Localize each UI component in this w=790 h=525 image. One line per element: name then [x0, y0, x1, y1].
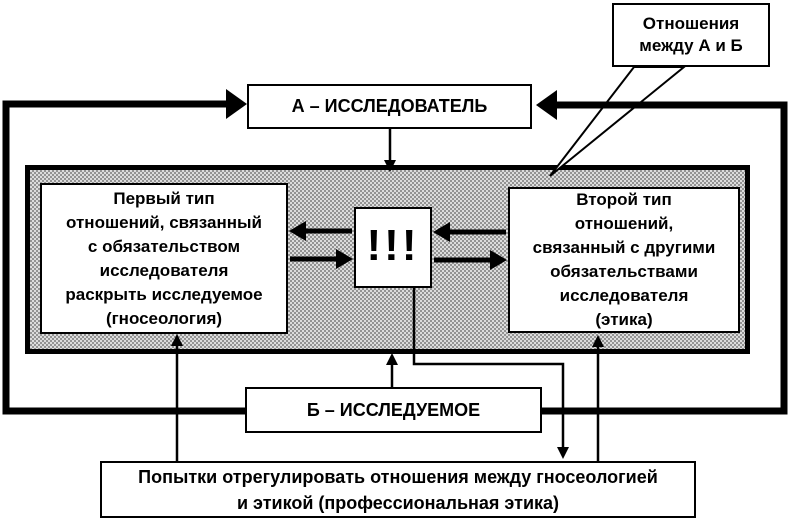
conflict-marks: !!! [366, 220, 420, 270]
attempts-line: и этикой (профессиональная этика) [236, 492, 560, 513]
subject-box: Б – ИССЛЕДУЕМОЕ [245, 387, 542, 433]
gnoseology-line: раскрыть исследуемое [65, 284, 263, 304]
gnoseology-line: с обязательством [87, 236, 241, 256]
callout-line: между А и Б [639, 36, 743, 55]
ethics-box: Второй тип отношений, связанный с другим… [508, 187, 740, 333]
callout-box: Отношения между А и Б [612, 3, 770, 67]
ethics-line: исследователя [559, 286, 689, 305]
gnoseology-line: (гносеология) [105, 308, 223, 328]
ethics-line: связанный с другими [532, 238, 716, 257]
callout-pointer [549, 66, 687, 177]
attempts-box: Попытки отрегулировать отношения между г… [100, 461, 696, 518]
gnoseology-line: Первый тип [113, 188, 215, 208]
callout-line: Отношения [642, 14, 740, 33]
subject-label: Б – ИССЛЕДУЕМОЕ [306, 399, 481, 420]
researcher-label: А – ИССЛЕДОВАТЕЛЬ [291, 96, 488, 116]
gnoseology-box: Первый тип отношений, связанный с обязат… [40, 183, 288, 334]
ethics-line: Второй тип [576, 190, 672, 209]
attempts-line: Попытки отрегулировать отношения между г… [138, 466, 658, 487]
researcher-box: А – ИССЛЕДОВАТЕЛЬ [247, 84, 532, 129]
arrow-subject-to-field [386, 353, 398, 388]
ethics-line: обязательствами [550, 262, 698, 281]
ethics-line: (этика) [595, 310, 653, 329]
gnoseology-line: исследователя [99, 260, 229, 280]
conflict-box: !!! [354, 207, 432, 288]
gnoseology-line: отношений, связанный [66, 212, 262, 232]
ethics-line: отношений, [574, 214, 674, 233]
